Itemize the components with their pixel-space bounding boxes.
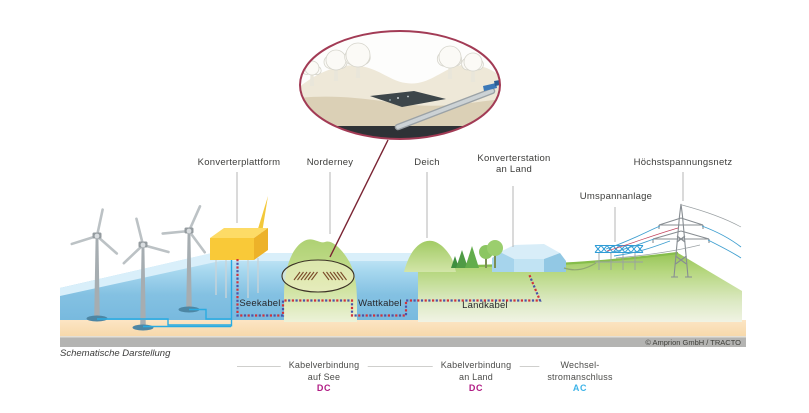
legend-land-dc-line2: an Land <box>459 371 493 382</box>
label-landkabel: Landkabel <box>462 300 508 311</box>
island-norderney <box>281 239 357 322</box>
substation <box>594 244 644 270</box>
inset-drilling-detail <box>300 31 500 139</box>
legend-land-dc-line1: Kabelverbindung <box>440 360 512 370</box>
label-hoechstspannungsnetz: Höchstspannungsnetz <box>633 157 733 168</box>
inset-trees <box>301 42 484 86</box>
label-konverterstation-an-land: Konverterstation an Land <box>477 153 551 175</box>
label-konverterplattform: Konverterplattform <box>197 157 281 168</box>
legend-ac-current: AC <box>572 383 588 393</box>
sea <box>60 253 418 322</box>
hdd-bore-marker <box>281 259 355 293</box>
overhead-lines <box>605 204 742 259</box>
trees <box>451 240 503 268</box>
onshore-converter-station <box>492 244 566 272</box>
platform-crane <box>257 196 268 233</box>
copyright-credit: © Amprion GmbH / TRACTO <box>645 338 741 347</box>
legend-sea-dc-current: DC <box>316 383 332 393</box>
label-umspannanlage: Umspannanlage <box>579 191 653 202</box>
schematic-note: Schematische Darstellung <box>60 348 171 359</box>
inset-leader-line <box>329 139 389 258</box>
legend-sea-dc-line2: auf See <box>307 371 341 382</box>
inset-ring <box>299 30 501 140</box>
legend-ac: Wechsel- stromanschluss AC <box>539 360 621 395</box>
legend-sea-dc: Kabelverbindung auf See DC <box>280 360 368 395</box>
dike <box>404 240 456 272</box>
converter-platform <box>210 196 268 298</box>
hdd-bore-hatching <box>293 271 347 281</box>
legend-sea-dc-line1: Kabelverbindung <box>288 360 360 370</box>
wind-turbine-1 <box>70 208 119 322</box>
transmission-tower <box>652 203 710 278</box>
dc-cable-route <box>236 259 542 317</box>
drill-rig <box>483 83 497 91</box>
legend-ac-line1: Wechsel- <box>560 360 600 370</box>
label-seekabel: Seekabel <box>239 298 281 309</box>
legend-rule <box>237 366 617 367</box>
drill-pad <box>370 91 446 107</box>
station-substation-link <box>563 262 597 271</box>
subsoil-layers <box>60 320 746 347</box>
label-wattkabel: Wattkabel <box>358 298 402 309</box>
legend-ac-line2: stromanschluss <box>547 371 613 382</box>
label-norderney: Norderney <box>306 157 354 168</box>
ac-collector-cables <box>97 259 233 328</box>
legend-land-dc: Kabelverbindung an Land DC <box>432 360 520 395</box>
base-bar <box>60 337 746 347</box>
leader-lines <box>236 172 684 247</box>
legend-land-dc-current: DC <box>468 383 484 393</box>
label-deich: Deich <box>414 157 440 168</box>
